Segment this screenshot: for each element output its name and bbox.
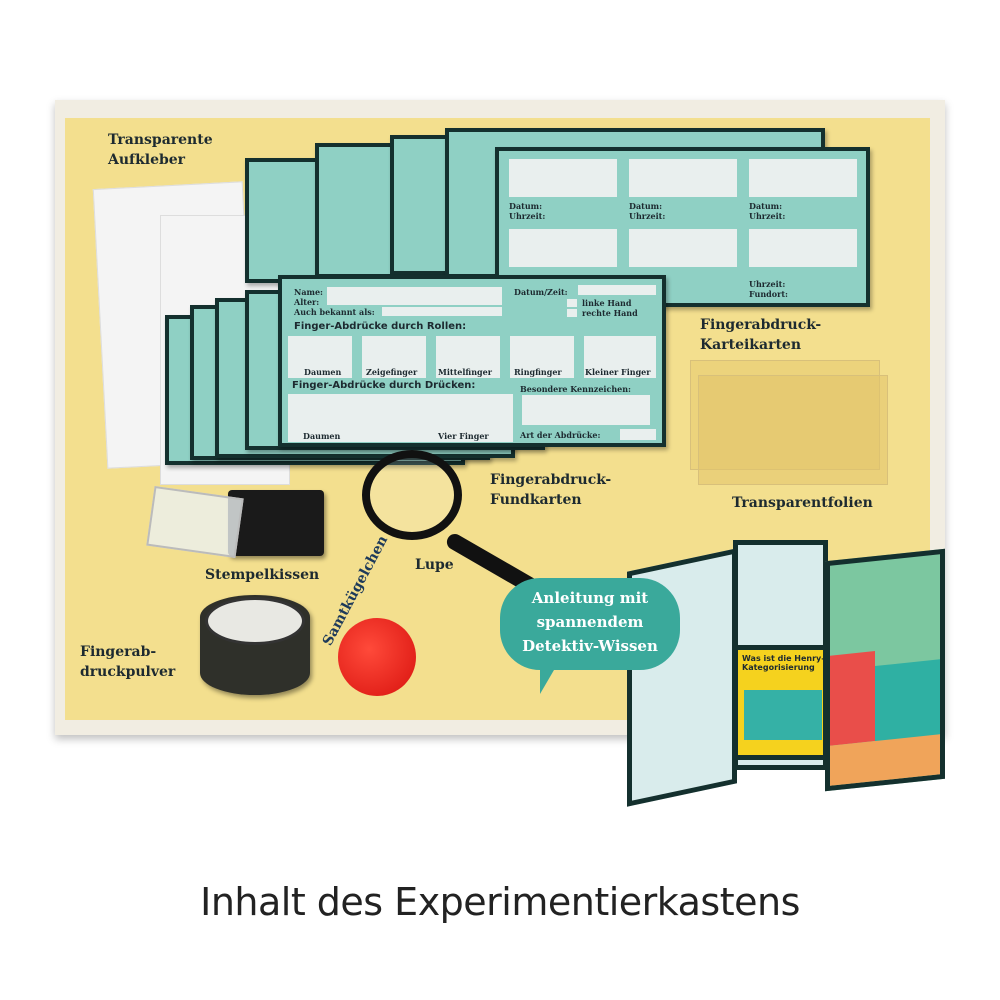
field-label: Uhrzeit: bbox=[509, 211, 546, 221]
speech-bubble: Anleitung mit spannendem Detektiv-Wissen bbox=[500, 578, 680, 694]
booklet-teal-box bbox=[875, 659, 940, 747]
type-field bbox=[620, 429, 656, 440]
field-label: Datum: bbox=[509, 201, 543, 211]
field-label: Datum: bbox=[749, 201, 783, 211]
label-line: druckpulver bbox=[80, 664, 176, 680]
print-box: Zeigefinger bbox=[362, 336, 426, 378]
field-label: rechte Hand bbox=[582, 308, 638, 318]
ink-pad-lid bbox=[146, 486, 244, 558]
booklet-heading: Was ist die Henry-Kategorisierung bbox=[742, 654, 825, 672]
box-label: Ringfinger bbox=[514, 367, 562, 377]
label-index-cards: Fingerabdruck- Karteikarten bbox=[700, 315, 821, 355]
datetime-field bbox=[578, 285, 656, 295]
velvet-ball bbox=[338, 618, 416, 696]
label-line: Aufkleber bbox=[108, 152, 186, 168]
name-field bbox=[327, 287, 502, 305]
marks-field bbox=[522, 395, 650, 425]
label-powder: Fingerab-druckpulver bbox=[80, 642, 175, 682]
box-label: Mittelfinger bbox=[438, 367, 492, 377]
field-label: Fundort: bbox=[749, 289, 788, 299]
box-label: Zeigefinger bbox=[366, 367, 418, 377]
card-field bbox=[749, 159, 857, 197]
powder-jar-label bbox=[205, 597, 305, 645]
label-line: Karteikarten bbox=[700, 337, 802, 353]
caption: Inhalt des Experimentierkastens bbox=[200, 880, 800, 924]
label-line: Fundkarten bbox=[490, 492, 582, 508]
field-label: Uhrzeit: bbox=[629, 211, 666, 221]
print-box: Daumen bbox=[288, 336, 352, 378]
field-label: Besondere Kennzeichen: bbox=[520, 384, 631, 394]
box-label: Kleiner Finger bbox=[585, 367, 651, 377]
fingerprint-grid bbox=[744, 690, 822, 740]
label-line: Transparente bbox=[108, 132, 213, 148]
bubble-line: Anleitung mit bbox=[531, 589, 649, 607]
field-label: Datum: bbox=[629, 201, 663, 211]
alias-field bbox=[382, 307, 502, 316]
label-line: Fingerab- bbox=[80, 644, 157, 660]
card-field bbox=[629, 159, 737, 197]
field-label: Auch bekannt als: bbox=[294, 307, 375, 317]
ink-pad bbox=[228, 490, 324, 556]
card-field bbox=[629, 229, 737, 267]
print-box: Mittelfinger bbox=[436, 336, 500, 378]
card-field bbox=[749, 229, 857, 267]
field-label: Uhrzeit: bbox=[749, 211, 786, 221]
field-label: Alter: bbox=[294, 297, 320, 307]
card-field bbox=[509, 159, 617, 197]
label-ink-pad: Stempelkissen bbox=[205, 567, 320, 583]
bubble-line: Detektiv-Wissen bbox=[522, 637, 658, 655]
label-foils: Transparentfolien bbox=[732, 495, 873, 511]
booklet-red-box bbox=[830, 651, 875, 746]
transparent-foil bbox=[698, 375, 888, 485]
checkbox bbox=[567, 299, 577, 307]
section-title: Finger-Abdrücke durch Rollen: bbox=[294, 321, 467, 332]
label-line: Fingerabdruck- bbox=[490, 472, 612, 488]
print-box-large: Daumen Vier Finger bbox=[288, 394, 513, 442]
booklet-panel bbox=[825, 548, 945, 792]
card-field bbox=[509, 229, 617, 267]
found-card-front: Name: Alter: Auch bekannt als: Datum/Zei… bbox=[278, 275, 666, 447]
magnifier-lens bbox=[362, 450, 462, 540]
box-label: Vier Finger bbox=[438, 431, 489, 441]
print-box: Kleiner Finger bbox=[584, 336, 656, 378]
box-label: Daumen bbox=[304, 367, 342, 377]
box-label: Daumen bbox=[303, 431, 341, 441]
label-found-cards: Fingerabdruck- Fundkarten bbox=[490, 470, 611, 510]
bubble-line: spannendem bbox=[536, 613, 644, 631]
field-label: Uhrzeit: bbox=[749, 279, 786, 289]
print-box: Ringfinger bbox=[510, 336, 574, 378]
instruction-booklet: Was ist die Henry-Kategorisierung bbox=[625, 530, 950, 807]
field-label: Datum/Zeit: bbox=[514, 287, 568, 297]
field-label: Name: bbox=[294, 287, 324, 297]
checkbox bbox=[567, 309, 577, 317]
field-label: linke Hand bbox=[582, 298, 632, 308]
label-magnifier: Lupe bbox=[415, 557, 454, 573]
booklet-panel-yellow: Was ist die Henry-Kategorisierung bbox=[733, 645, 828, 760]
section-title: Finger-Abdrücke durch Drücken: bbox=[292, 380, 476, 391]
field-label: Art der Abdrücke: bbox=[520, 430, 601, 440]
label-line: Fingerabdruck- bbox=[700, 317, 822, 333]
